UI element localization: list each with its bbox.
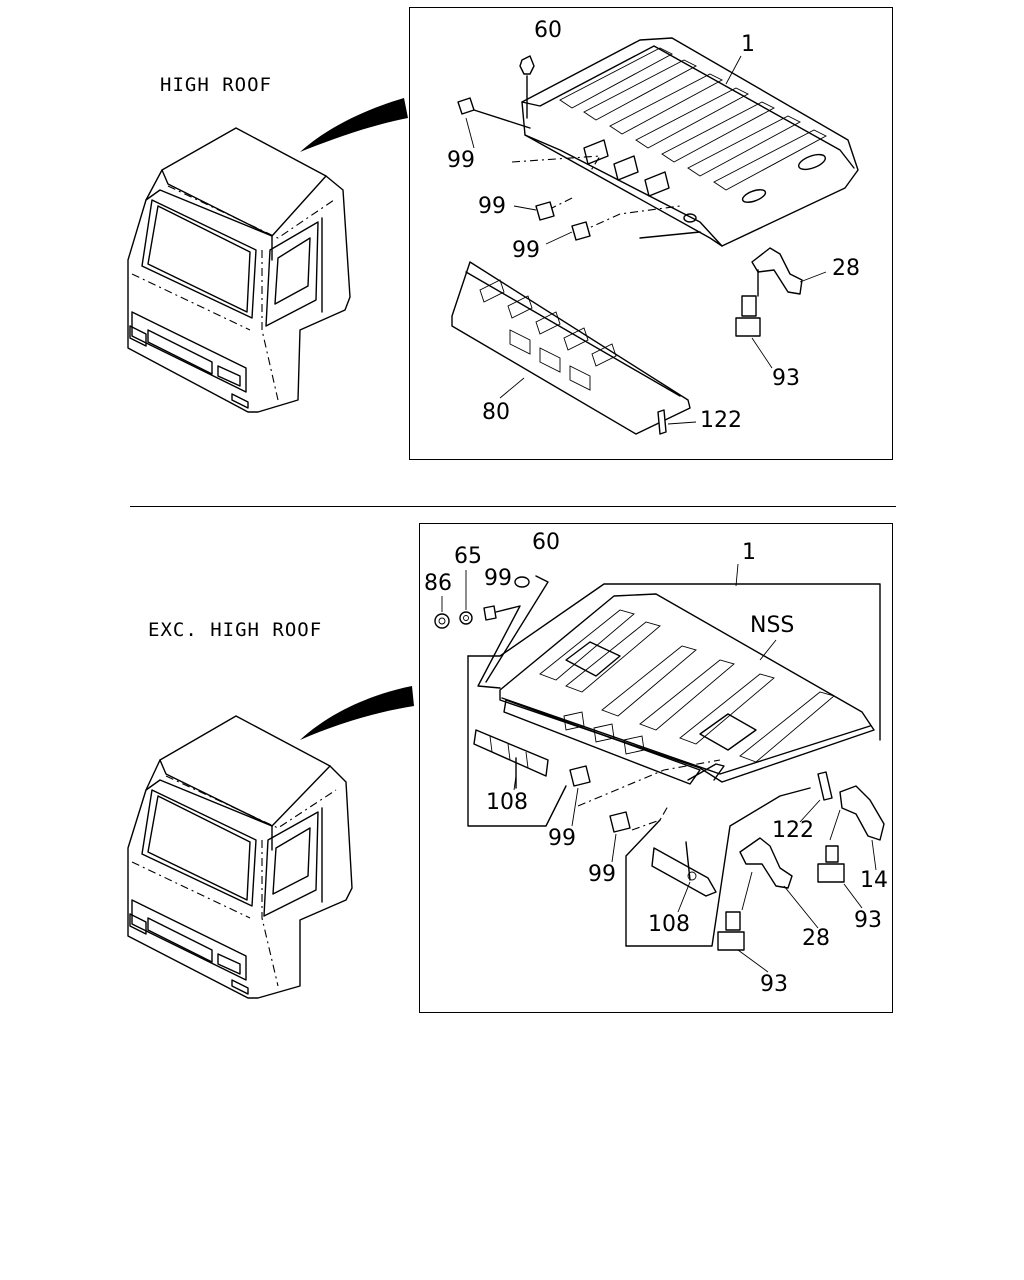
callout-122: 122 — [772, 818, 814, 843]
callout-65: 65 — [454, 544, 482, 569]
callout-99: 99 — [548, 826, 576, 851]
callout-99: 99 — [512, 238, 540, 263]
diagram-panel-exc-high-roof — [419, 523, 893, 1013]
callout-28: 28 — [832, 256, 860, 281]
callout-99: 99 — [447, 148, 475, 173]
callout-108: 108 — [648, 912, 690, 937]
callout-93: 93 — [854, 908, 882, 933]
callout-80: 80 — [482, 400, 510, 425]
callout-99: 99 — [478, 194, 506, 219]
section-label-exc-high-roof: EXC. HIGH ROOF — [148, 619, 323, 641]
callout-60: 60 — [532, 530, 560, 555]
callout-86: 86 — [424, 571, 452, 596]
callout-60: 60 — [534, 18, 562, 43]
section-divider — [130, 506, 896, 507]
callout-28: 28 — [802, 926, 830, 951]
callout-nss: NSS — [750, 613, 795, 638]
callout-93: 93 — [760, 972, 788, 997]
callout-1: 1 — [742, 540, 756, 565]
callout-99: 99 — [588, 862, 616, 887]
callout-99: 99 — [484, 566, 512, 591]
callout-1: 1 — [741, 32, 755, 57]
diagram-panel-high-roof — [409, 7, 893, 460]
callout-108: 108 — [486, 790, 528, 815]
section-label-high-roof: HIGH ROOF — [160, 74, 272, 96]
callout-14: 14 — [860, 868, 888, 893]
callout-93: 93 — [772, 366, 800, 391]
callout-122: 122 — [700, 408, 742, 433]
